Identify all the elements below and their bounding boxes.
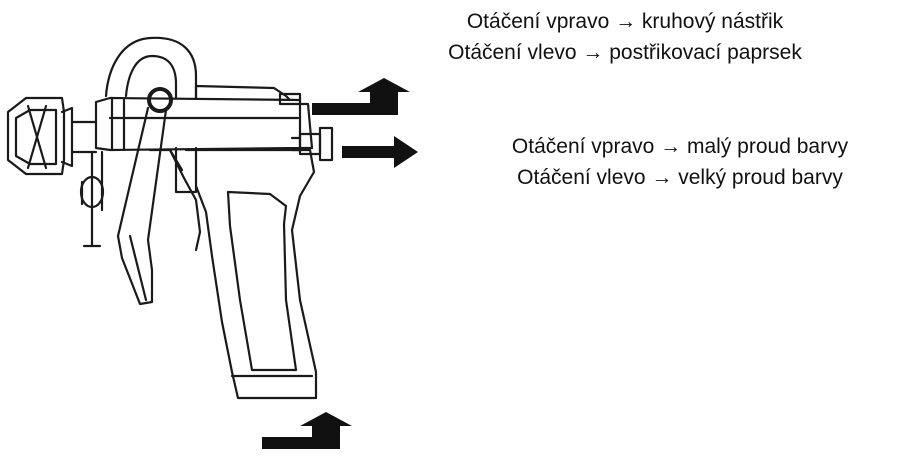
hook xyxy=(104,36,198,100)
air-valve-arrow xyxy=(262,412,352,449)
trigger xyxy=(116,87,173,306)
fluid-adjustment-labels: Otáčení vpravo → malý proud barvy Otáčen… xyxy=(440,131,920,193)
fluid-inlet xyxy=(79,150,105,248)
gun-body xyxy=(94,96,314,252)
air-cap xyxy=(6,96,98,176)
label-fluid-left: Otáčení vlevo → velký proud barvy xyxy=(517,166,843,189)
pattern-knob-arrow xyxy=(312,78,410,115)
handle xyxy=(184,148,318,400)
pattern-adjustment-labels: Otáčení vpravo → kruhový nástřik Otáčení… xyxy=(360,6,890,68)
label-pattern-right: Otáčení vpravo → kruhový nástřik xyxy=(466,10,784,33)
pattern-control-knob xyxy=(194,84,302,106)
label-pattern-left: Otáčení vlevo → postřikovací paprsek xyxy=(448,41,802,64)
fluid-knob-arrow xyxy=(342,136,418,168)
label-fluid-right: Otáčení vpravo → malý proud barvy xyxy=(511,135,849,158)
